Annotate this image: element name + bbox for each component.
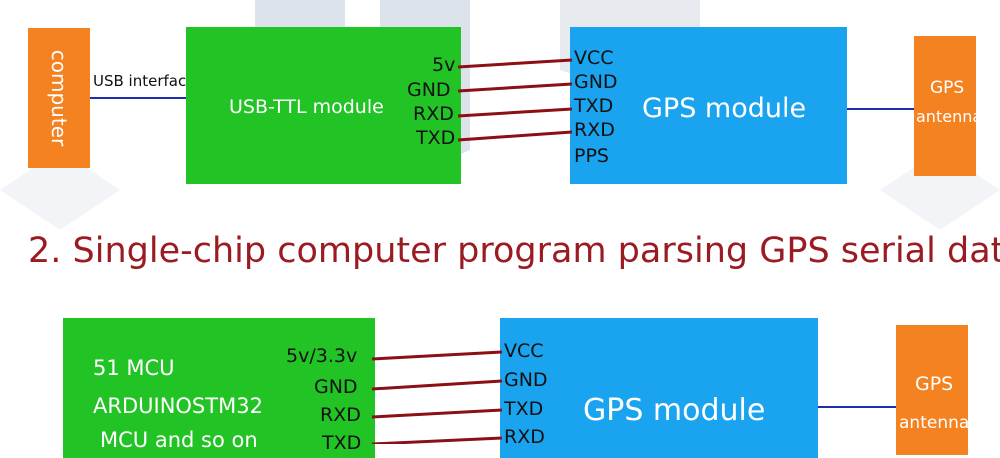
mcu-pin-rxd: RXD [320,404,361,426]
usb-pin-rxd: RXD [413,103,454,125]
gps-antenna-box-2 [896,325,968,455]
mcu-pin-5v-3v3: 5v/3.3v [286,345,358,367]
gps-antenna-label-1-line1: GPS [930,78,965,98]
usb-interface-label: USB interface [93,72,196,90]
usb-pin-gnd: GND [407,79,451,101]
gps-module-box-1 [570,27,847,184]
usb-pin-5v: 5v [432,54,456,76]
usb-ttl-module-box [186,27,461,184]
mcu-label-line1: 51 MCU [93,356,175,380]
mcu-label-line2: ARDUINOSTM32 [93,394,263,418]
mcu-box [63,318,375,458]
gps1-pin-rxd: RXD [574,119,615,141]
section-title: 2. Single-chip computer program parsing … [28,231,1000,271]
wire-gnd-gnd [457,82,573,93]
gps-antenna-label-2-line2: antenna [899,413,970,433]
gps1-pin-txd: TXD [574,95,614,117]
mcu-pin-gnd: GND [314,376,358,398]
gps-antenna-label-2-line1: GPS [915,373,954,395]
wire-txd-rxd [457,130,573,142]
usb-pin-txd: TXD [416,127,456,149]
gps-antenna-box-1 [914,36,976,176]
gps1-pin-pps: PPS [574,145,609,167]
gps-module-label-2: GPS module [583,393,766,428]
wire2-txd-rxd [371,436,503,444]
wire2-vcc [371,350,503,361]
gps1-pin-vcc: VCC [574,47,614,69]
gps2-pin-txd: TXD [504,398,544,420]
gps-antenna-label-1-line2: antenna [916,107,983,126]
gps2-pin-vcc: VCC [504,340,544,362]
wire2-gnd [371,379,503,391]
gps-module-box-2 [500,318,818,458]
wire-rxd-txd [457,107,573,118]
gps2-pin-gnd: GND [504,369,548,391]
gps2-pin-rxd: RXD [504,426,545,448]
usb-ttl-module-label: USB-TTL module [229,96,384,118]
computer-box: computer [28,28,90,168]
wires-layer [90,58,914,444]
gps-module-label-1: GPS module [642,93,807,124]
wire2-rxd-txd [371,408,503,419]
watermark-shape [0,150,120,230]
wire-5v-vcc [457,58,573,69]
gps1-pin-gnd: GND [574,71,618,93]
